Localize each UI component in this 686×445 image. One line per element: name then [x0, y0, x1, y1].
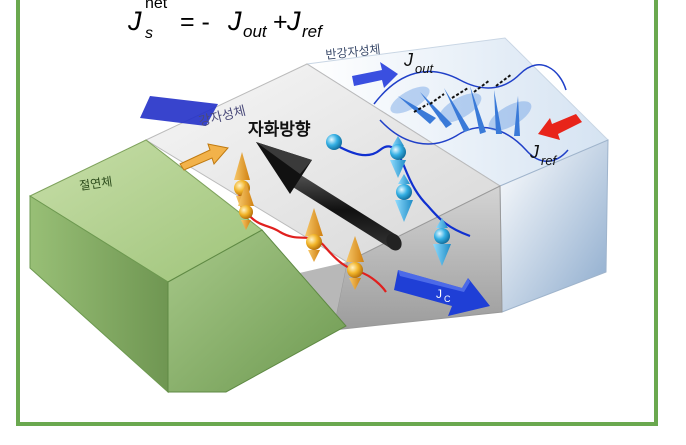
eq-j-out: J — [227, 6, 242, 36]
label-jc-sub: C — [444, 294, 451, 304]
eq-sub-ref: ref — [302, 22, 324, 41]
eq-equals-minus: = - — [180, 8, 217, 36]
eq-sub-out: out — [243, 22, 268, 41]
label-j-out: J — [403, 50, 414, 70]
label-j-ref-sub: ref — [541, 153, 558, 168]
svg-text:J: J — [127, 6, 142, 36]
eq-sub-s: s — [145, 25, 153, 42]
down-spin-particle — [326, 134, 342, 150]
equation: J net s = - J out + J ref — [127, 0, 324, 42]
label-j-ref: J — [529, 142, 540, 162]
eq-j-ref: J — [286, 6, 301, 36]
eq-sup-net: net — [145, 0, 168, 12]
label-j-out-sub: out — [415, 61, 434, 76]
label-jc: J — [436, 287, 442, 301]
label-magnetization: 자화방향 — [248, 119, 311, 139]
eq-j-net: J — [127, 6, 142, 36]
